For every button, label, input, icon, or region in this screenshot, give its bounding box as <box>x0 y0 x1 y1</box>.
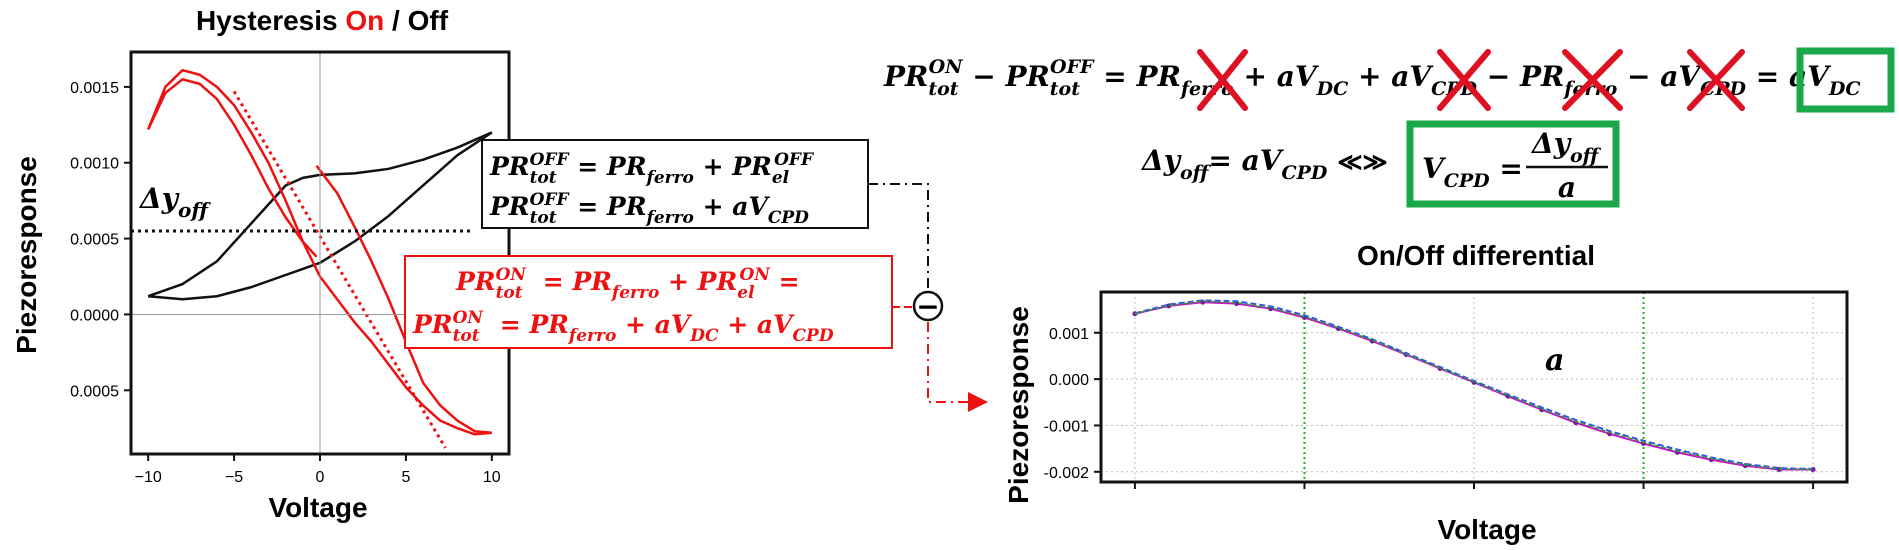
right-x-axis-label: Voltage <box>1437 514 1536 545</box>
on-equation-box: PRtotON = PRferro + PRelON = PRtotON = P… <box>404 255 893 349</box>
x-tick-label: −10 <box>135 469 162 486</box>
differential-series-2 <box>1134 300 1814 471</box>
x-tick-label: 0 <box>316 469 325 486</box>
left-x-axis-label: Voltage <box>268 492 367 523</box>
off-eq-line-1: PRtotOFF = PRferro + PRelOFF <box>489 150 815 188</box>
delta-y-off-label: Δyoff <box>138 182 211 222</box>
title-part-off: / Off <box>384 5 448 36</box>
on-eq-line-1: PRtotON = PRferro + PRelON = <box>455 265 800 303</box>
result-highlight-box <box>1796 47 1895 113</box>
cancel-cross-icon-3 <box>1562 49 1623 111</box>
y-tick-label: 0.0010 <box>70 156 119 173</box>
hysteresis-series-5 <box>232 90 447 449</box>
y-tick-label: 0.0000 <box>70 307 119 324</box>
result-arrow <box>927 322 988 412</box>
vcpd-highlight-box <box>1406 120 1620 208</box>
cancel-cross-icon-2 <box>1437 49 1491 111</box>
x-tick-label: 5 <box>401 469 410 486</box>
vcpd-lhs: VCPD = <box>1422 152 1523 192</box>
y-tick-label: 0.001 <box>1049 326 1089 343</box>
y-tick-label: -0.001 <box>1044 418 1089 435</box>
y-tick-label: -0.002 <box>1044 465 1089 482</box>
minus-operator-icon <box>912 290 944 322</box>
off-connector-line <box>868 183 929 290</box>
left-y-ticks: 0.0015 0.0010 0.0005 0.0000 0.0005 <box>70 80 131 400</box>
delta-y-sub: off <box>178 198 211 222</box>
x-tick-label: −5 <box>225 469 243 486</box>
right-y-ticks: 0.001 0.000 -0.001 -0.002 <box>1044 326 1815 489</box>
y-tick-label: 0.0005 <box>70 383 119 400</box>
vcpd-denominator: a <box>1558 171 1576 204</box>
y-tick-label: 0.0005 <box>70 232 119 249</box>
hysteresis-series-1 <box>148 131 493 301</box>
left-x-ticks: −10 −5 0 5 10 <box>135 454 501 486</box>
hysteresis-title: Hysteresis On / Off <box>196 5 449 36</box>
right-plot-lines <box>1132 299 1816 472</box>
left-y-axis-label: Piezoresponse <box>11 156 42 354</box>
on-box-frame <box>404 255 893 349</box>
delta-y-main: Δy <box>138 182 180 215</box>
off-eq-line-2: PRtotOFF = PRferro + aVCPD <box>489 190 809 228</box>
y-tick-label: 0.000 <box>1049 372 1089 389</box>
top-equation-text: PRtotON − PRtotOFF = PRferro + aVDC + aV… <box>883 56 1860 100</box>
left-zero-lines <box>131 52 509 454</box>
differential-title: On/Off differential <box>1357 240 1595 271</box>
differential-series-1 <box>1134 299 1814 471</box>
y-tick-label: 0.0015 <box>70 80 119 97</box>
second-eq-left: Δyoff= aVCPD≪≫ <box>1140 144 1388 184</box>
cancel-cross-icon-4 <box>1687 49 1745 111</box>
a-label: a <box>1545 343 1564 378</box>
off-box-frame <box>481 139 869 229</box>
right-y-axis-label: Piezoresponse <box>1003 306 1034 504</box>
differential-chart: On/Off differential 0.001 0.000 -0.001 -0.0… <box>1003 240 1849 545</box>
title-part-1: Hysteresis <box>196 5 345 36</box>
title-part-on: On <box>345 5 384 36</box>
second-equation: Δyoff= aVCPD≪≫ VCPD = Δyoff a <box>1140 120 1620 208</box>
on-eq-line-2: PRtotON = PRferro + aVDC + aVCPD <box>412 308 834 346</box>
x-tick-label: 10 <box>483 469 501 486</box>
difference-connector: − <box>868 183 988 412</box>
top-equation: PRtotON − PRtotOFF = PRferro + aVDC + aV… <box>883 47 1895 113</box>
right-grid <box>1101 292 1847 482</box>
hysteresis-series-3 <box>147 78 318 258</box>
off-equation-box: PRtotOFF = PRferro + PRelOFF PRtotOFF = … <box>481 139 869 229</box>
cancel-cross-icon-1 <box>1197 49 1248 111</box>
minus-operator-symbol: − <box>916 290 939 323</box>
vcpd-numerator: Δyoff <box>1530 127 1602 167</box>
hysteresis-series-0 <box>147 131 493 298</box>
